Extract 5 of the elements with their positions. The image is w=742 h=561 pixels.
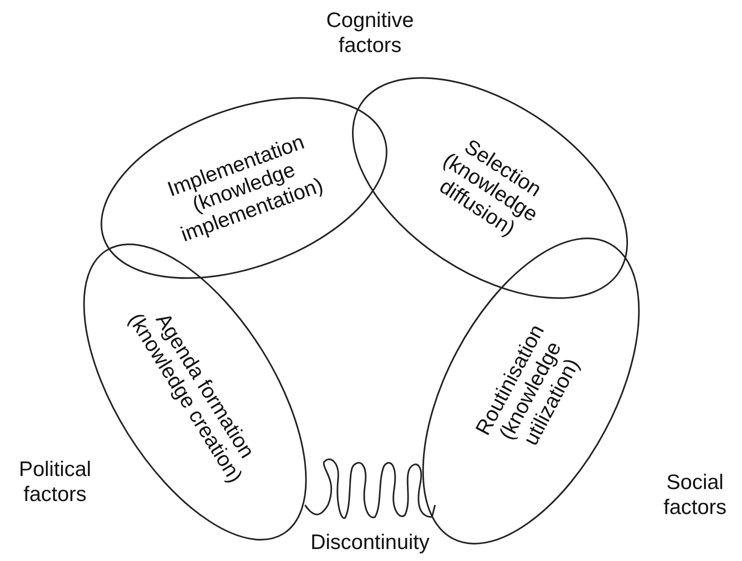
factor-label: Political factors	[18, 457, 92, 508]
coil-connector	[304, 458, 436, 519]
factor-label: Social factors	[662, 470, 728, 520]
factor-label: Cognitive factors	[325, 8, 415, 58]
discontinuity-label: Discontinuity	[309, 530, 431, 556]
